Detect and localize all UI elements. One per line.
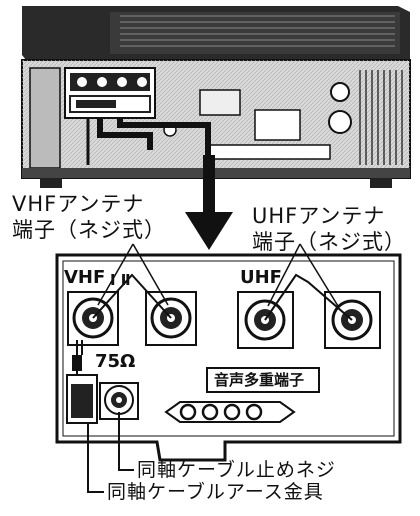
device-illustration [21,6,411,188]
vhf-antenna-label-line2: 端子（ネジ式） [12,218,166,242]
panel-vhf-label: VHF [64,267,106,288]
panel-uhf-label: UHF [240,267,282,288]
coax-cable-ground-bracket-label: 同軸ケーブルアース金具 [107,481,324,503]
audio-multiplex-terminal [164,367,320,423]
panel-impedance-label: 75Ω [95,351,136,372]
coax-75-ohm-terminal [66,340,139,424]
panel-vhf-channels-label: Ⅰ Ⅱ [110,271,131,289]
vhf-antenna-label-line1: VHFアンテナ [12,192,145,216]
vhf-terminal [67,273,197,346]
uhf-antenna-label-line1: UHFアンテナ [252,204,386,228]
uhf-terminal [237,273,381,349]
terminal-panel [55,243,402,462]
down-arrow-icon [185,155,233,250]
uhf-antenna-label-line2: 端子（ネジ式） [252,230,406,254]
coax-cable-clamp-screw-label: 同軸ケーブル止めネジ [137,459,336,481]
callout-leaders [87,412,134,493]
panel-audio-multiplex-label: 音声多重端子 [214,371,305,389]
